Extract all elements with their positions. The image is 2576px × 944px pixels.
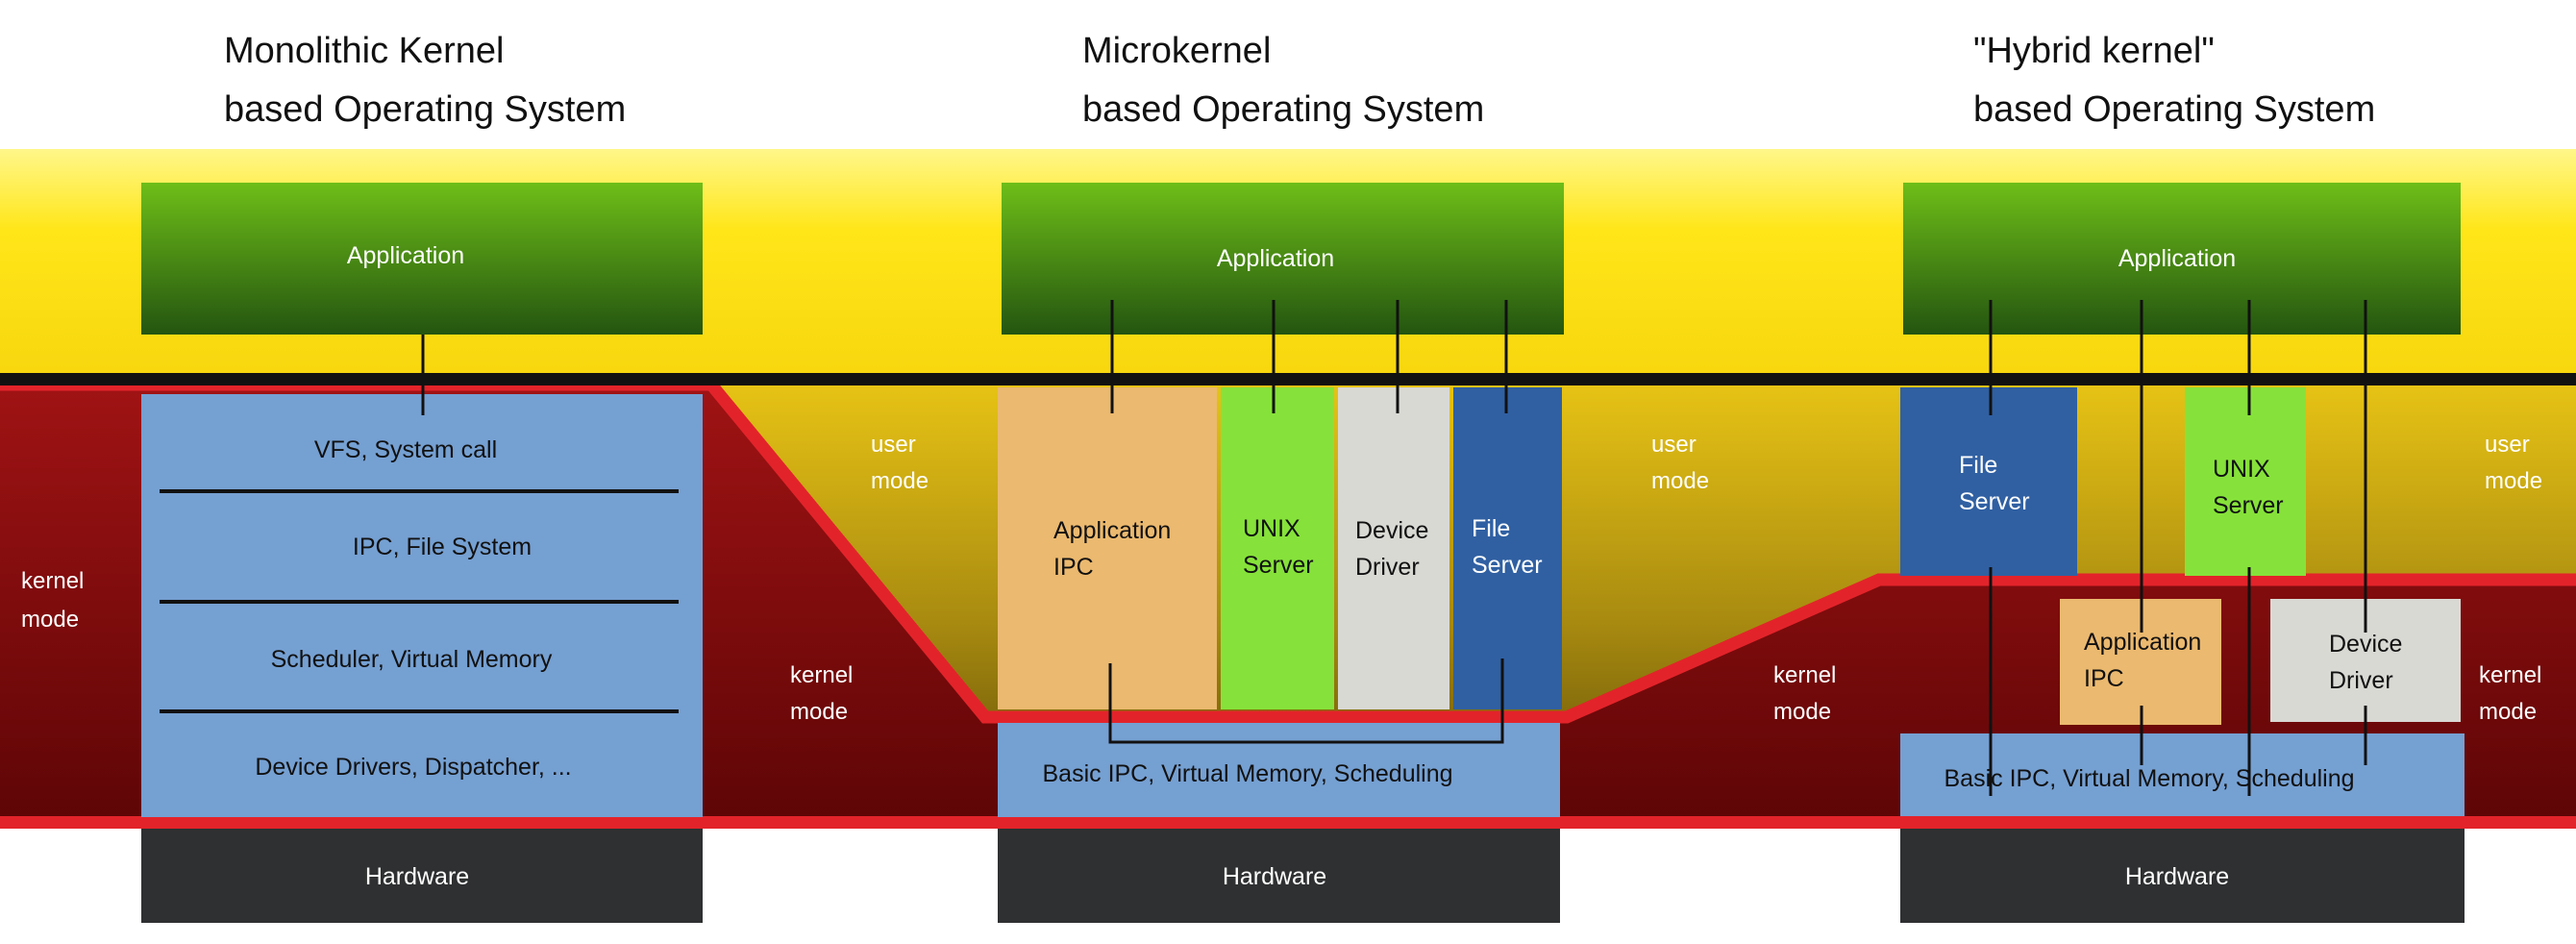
kernel-mode-label-left-2: mode: [21, 607, 79, 633]
hybrid-title-line1: "Hybrid kernel": [1973, 31, 2215, 71]
user-mode-label-1-line2: mode: [871, 468, 929, 494]
microkernel-application-label: Application: [1217, 245, 1334, 272]
monolithic-layer-ipc: IPC, File System: [353, 534, 532, 560]
microkernel-unix-server-label-1: UNIX: [1243, 515, 1300, 542]
microkernel-kernel-box: [998, 723, 1560, 817]
microkernel-file-server-label-1: File: [1472, 515, 1510, 542]
user-mode-label-2-line1: user: [1651, 432, 1697, 458]
monolithic-application-label: Application: [347, 242, 464, 269]
microkernel-hardware-box: [998, 829, 1560, 923]
hybrid-kernel-label: Basic IPC, Virtual Memory, Scheduling: [1944, 765, 2354, 792]
kernel-mode-label-left-1: kernel: [21, 568, 84, 594]
hybrid-kernel-box: [1900, 733, 2465, 816]
microkernel-hardware-label: Hardware: [1223, 863, 1326, 890]
kernel-mode-label-4-line2: mode: [2479, 699, 2537, 725]
microkernel-device-driver-label-1: Device: [1355, 517, 1428, 544]
monolithic-layer-scheduler: Scheduler, Virtual Memory: [271, 646, 553, 673]
user-mode-label-2-line2: mode: [1651, 468, 1709, 494]
user-mode-label-1-line1: user: [871, 432, 916, 458]
microkernel-app-ipc-label-2: IPC: [1053, 554, 1094, 581]
hybrid-file-server-label-1: File: [1959, 452, 1997, 479]
microkernel-kernel-label: Basic IPC, Virtual Memory, Scheduling: [1042, 760, 1452, 787]
hybrid-file-server-box: [1900, 387, 2077, 576]
hybrid-unix-server-label-1: UNIX: [2213, 456, 2270, 483]
hybrid-hardware-box: [1900, 829, 2465, 923]
microkernel-app-ipc-label-1: Application: [1053, 517, 1171, 544]
kernel-mode-label-4-line1: kernel: [2479, 662, 2541, 688]
monolithic-hardware-box: [141, 829, 703, 923]
hybrid-title-line2: based Operating System: [1973, 89, 2375, 130]
kernel-mode-label-2-line1: kernel: [790, 662, 853, 688]
microkernel-unix-server-label-2: Server: [1243, 552, 1314, 579]
monolithic-layer-vfs: VFS, System call: [314, 436, 497, 463]
microkernel-title-line2: based Operating System: [1082, 89, 1484, 130]
monolithic-title-line2: based Operating System: [224, 89, 626, 130]
hybrid-application-label: Application: [2118, 245, 2236, 272]
monolithic-kernel-box: [141, 394, 703, 817]
microkernel-device-driver-label-2: Driver: [1355, 554, 1420, 581]
microkernel-file-server-label-2: Server: [1472, 552, 1543, 579]
microkernel-device-driver-box: [1338, 387, 1449, 709]
user-mode-label-3-line2: mode: [2485, 468, 2542, 494]
hybrid-application-box: [1903, 183, 2461, 335]
hybrid-device-driver-label-1: Device: [2329, 631, 2402, 658]
hybrid-app-ipc-label-1: Application: [2084, 629, 2201, 656]
microkernel-ipc-loop: [1108, 658, 1504, 744]
monolithic-title-line1: Monolithic Kernel: [224, 31, 504, 71]
monolithic-hardware-label: Hardware: [365, 863, 469, 890]
hybrid-device-driver-label-2: Driver: [2329, 667, 2393, 694]
microkernel-application-box: [1002, 183, 1564, 335]
monolithic-layer-drivers: Device Drivers, Dispatcher, ...: [255, 754, 571, 781]
microkernel-file-server-box: [1453, 387, 1562, 709]
microkernel-unix-server-box: [1221, 387, 1334, 709]
user-mode-label-3-line1: user: [2485, 432, 2530, 458]
user-space-separator: [0, 373, 2576, 385]
monolithic-application-box: [141, 183, 703, 335]
hybrid-app-ipc-label-2: IPC: [2084, 665, 2124, 692]
hybrid-unix-server-label-2: Server: [2213, 492, 2284, 519]
kernel-mode-label-3-line1: kernel: [1773, 662, 1836, 688]
hybrid-file-server-label-2: Server: [1959, 488, 2030, 515]
kernel-mode-label-3-line2: mode: [1773, 699, 1831, 725]
microkernel-app-ipc-box: [998, 387, 1217, 709]
hybrid-unix-server-box: [2185, 387, 2306, 576]
kernel-mode-label-2-line2: mode: [790, 699, 848, 725]
microkernel-title-line1: Microkernel: [1082, 31, 1271, 71]
hardware-boundary-line: [0, 816, 2576, 829]
hybrid-hardware-label: Hardware: [2125, 863, 2229, 890]
